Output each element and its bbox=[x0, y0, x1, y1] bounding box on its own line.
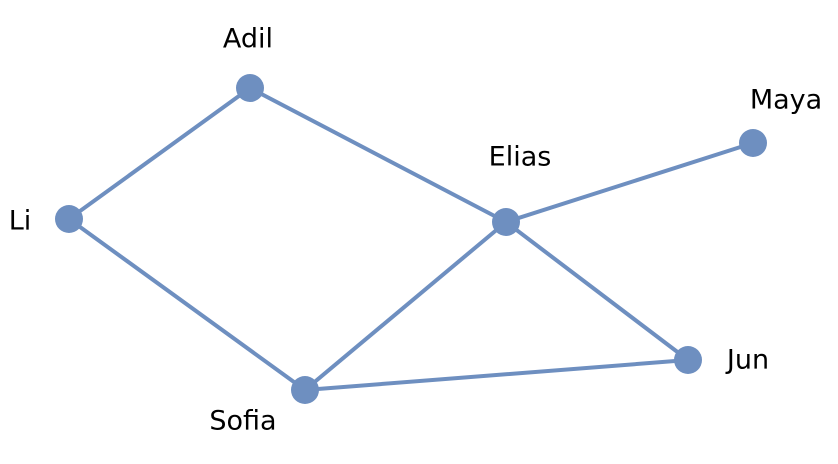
node-maya bbox=[739, 129, 767, 157]
edge-sofia-elias bbox=[303, 220, 508, 392]
node-elias bbox=[492, 208, 520, 236]
edge-elias-jun bbox=[504, 220, 690, 362]
edge-adil-elias bbox=[248, 86, 508, 224]
edge-elias-maya bbox=[504, 141, 755, 224]
node-jun bbox=[674, 346, 702, 374]
edge-li-adil bbox=[67, 86, 252, 221]
node-sofia bbox=[291, 376, 319, 404]
node-li bbox=[55, 205, 83, 233]
node-label-maya: Maya bbox=[750, 85, 822, 116]
node-label-elias: Elias bbox=[489, 142, 552, 173]
node-label-li: Li bbox=[9, 206, 32, 237]
node-label-adil: Adil bbox=[223, 24, 273, 55]
edges-layer bbox=[67, 86, 755, 392]
edge-sofia-jun bbox=[303, 358, 690, 392]
edge-li-sofia bbox=[67, 217, 307, 392]
node-label-sofia: Sofia bbox=[209, 406, 276, 437]
node-adil bbox=[236, 74, 264, 102]
nodes-layer bbox=[55, 74, 767, 404]
node-label-jun: Jun bbox=[725, 345, 769, 376]
